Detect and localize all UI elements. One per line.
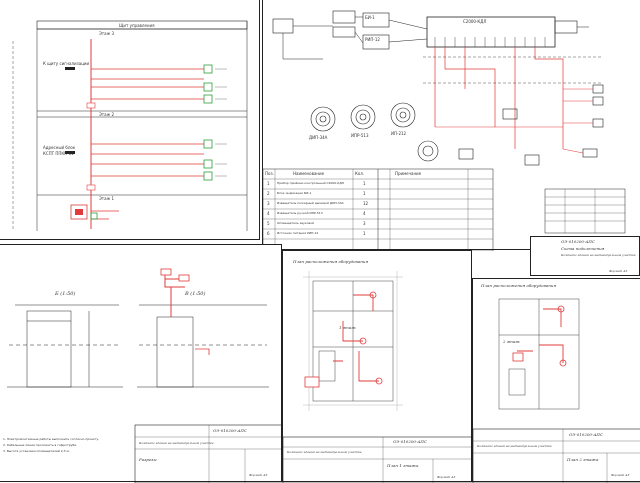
sheet-floor-plan-2: План расположения оборудования 2 этаж ОЭ… [472, 278, 640, 483]
device-floor3-a [203, 64, 213, 74]
note-2: 2. Кабельные линии проложить в гофротруб… [3, 443, 78, 447]
sensor-circle-3 [390, 102, 416, 128]
note-1: 1. Электромонтажные работы выполнить сог… [3, 437, 100, 441]
device-floor2-a [203, 139, 213, 149]
controller-label: С2000-КДЛ [463, 19, 487, 24]
sheet3-code: ОЭ-010200-АПС [213, 428, 247, 433]
floor2-heading: План расположения оборудования [481, 283, 557, 288]
section-label-b: Б (1:50) [55, 291, 76, 297]
table-header-pos: Поз. [265, 171, 274, 176]
floor2-label: 2 этаж [503, 339, 520, 344]
table-row-5-qty: 3 [363, 221, 366, 226]
sensor-circle-2 [350, 104, 376, 130]
sheet3-sheet: Разрезы [139, 457, 157, 462]
table-row-6-name: Источник питания РИП-12 [277, 231, 319, 235]
floor1-sheet: План 1 этажа [387, 463, 419, 468]
sheet3-name: Комплекс зданий на индивидуальном участк… [139, 441, 214, 445]
sensor-circle-4 [417, 140, 439, 162]
floor1-format: Формат A3 [437, 475, 456, 479]
side-block-code: ОЭ-010200-АПС [561, 239, 595, 244]
table-row-1-pos: 1 [267, 181, 270, 186]
floor2-name: Комплекс зданий на индивидуальном участк… [477, 444, 552, 448]
table-header-name: Наименование [293, 171, 325, 176]
floor1-name: Комплекс зданий на индивидуальном участк… [287, 450, 362, 454]
device-floor2-c [203, 171, 213, 181]
side-title-block: ОЭ-010200-АПС Схема подключения Комплекс… [530, 236, 640, 276]
floor2-code: ОЭ-010200-АПС [569, 432, 603, 437]
floor-label-1: Этаж 1 [99, 196, 114, 201]
side-block-name: Комплекс зданий на индивидуальном участк… [561, 253, 636, 257]
floor-label-3: Этаж 3 [99, 31, 114, 36]
table-row-1-qty: 1 [363, 181, 366, 186]
floor1-label: 1 этаж [339, 325, 356, 330]
floor1-heading: План расположения оборудования [293, 259, 369, 264]
device-floor2-b [203, 159, 213, 169]
block-label: БИ-1 [365, 15, 375, 20]
side-block-format: Формат A3 [609, 269, 628, 273]
sensor-label-1: ДИП-34А [309, 135, 328, 140]
sensor-label-3: ИП-212 [391, 131, 407, 136]
table-row-4-name: Извещатель ручной ИПР-513 [277, 211, 323, 215]
side-block-title: Схема подключения [561, 246, 605, 251]
floor1-code: ОЭ-010200-АПС [393, 439, 427, 444]
note-line-2: Адресный блок [43, 145, 76, 150]
sections-drawing [7, 268, 283, 483]
table-row-3-qty: 12 [363, 201, 369, 206]
note-line-1: К щиту сигнализации [43, 61, 90, 66]
sheet3-format: Формат A3 [249, 473, 268, 477]
panel-header: Щит управления [119, 23, 155, 28]
table-row-3-pos: 3 [267, 201, 270, 206]
floor2-sheet: План 2 этажа [567, 457, 599, 462]
note-line-3: КСПТ ППКП-01 [43, 151, 74, 156]
table-row-2-name: Блок индикации БИ-1 [277, 191, 312, 195]
note-3: 3. Высота установки оповещателей 2,3 м. [3, 449, 70, 453]
floor-plan-1-drawing [283, 271, 473, 483]
table-header-note: Примечание [395, 171, 422, 176]
table-row-5-name: Оповещатель звуковой [277, 221, 315, 225]
table-row-6-qty: 1 [363, 231, 366, 236]
floor-plan-2-drawing [473, 298, 640, 483]
table-row-1-name: Прибор приёмно-контрольный С2000-КДЛ [277, 181, 345, 185]
sheet-riser-schematic: Щит управления Этаж 3 Этаж 2 Этаж 1 К щи… [0, 0, 260, 240]
sensor-label-2: ИПР-513 [351, 133, 369, 138]
table-row-5-pos: 5 [267, 221, 270, 226]
table-row-2-qty: 1 [363, 191, 366, 196]
sheet-floor-plan-1: План расположения оборудования 1 этаж ОЭ… [282, 250, 473, 483]
sensor-circle-1 [310, 106, 336, 132]
power-label: РИП-12 [365, 37, 380, 42]
table-row-6-pos: 6 [267, 231, 270, 236]
sheet-sections: Б (1:50) В (1:50) 1. Электромонтажные ра… [0, 244, 283, 483]
table-row-3-name: Извещатель пожарный дымовой ДИП-34А [277, 201, 344, 205]
table-row-2-pos: 2 [267, 191, 270, 196]
device-floor3-c [203, 94, 213, 104]
floor2-format: Формат A3 [611, 473, 630, 477]
table-row-4-pos: 4 [267, 211, 270, 216]
device-floor3-b [203, 82, 213, 92]
table-row-4-qty: 4 [363, 211, 366, 216]
section-label-v: В (1:50) [185, 291, 206, 297]
riser-diagram [12, 20, 248, 231]
structural-diagram [263, 10, 626, 251]
floor-label-2: Этаж 2 [99, 112, 114, 117]
table-header-qty: Кол. [355, 171, 365, 176]
sheet-structural-scheme: С2000-КДЛ БИ-1 РИП-12 ДИП-34А ИПР-513 ИП… [262, 0, 640, 251]
